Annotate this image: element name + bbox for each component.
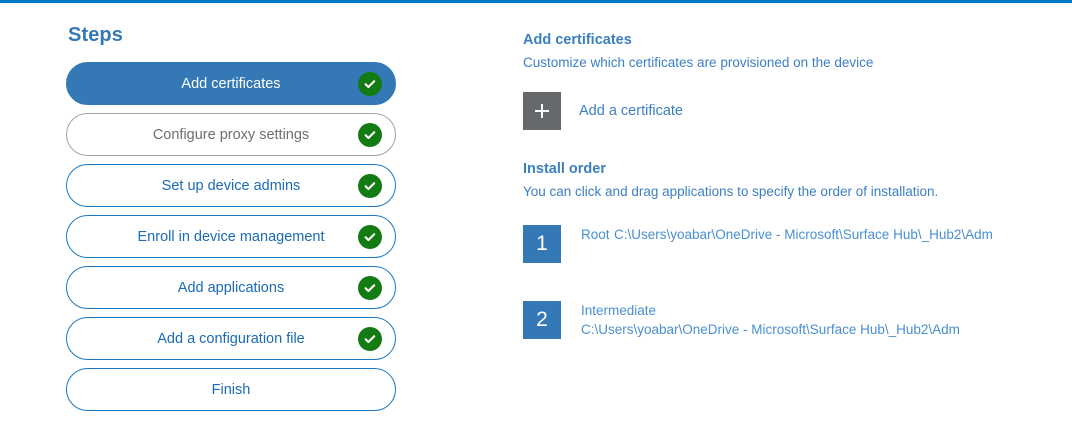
step-item-finish[interactable]: Finish [66, 368, 396, 411]
install-order-subtitle: You can click and drag applications to s… [523, 184, 939, 199]
step-label: Add a configuration file [157, 330, 305, 347]
install-order-item[interactable]: 1 Root C:\Users\yoabar\OneDrive - Micros… [523, 225, 1008, 263]
step-label: Finish [211, 381, 251, 398]
install-order-item[interactable]: 2 Intermediate C:\Users\yoabar\OneDrive … [523, 301, 1008, 339]
step-label: Set up device admins [161, 177, 301, 194]
step-label: Enroll in device management [137, 228, 325, 245]
install-order-section: Install order You can click and drag app… [523, 159, 1023, 339]
check-circle-icon [358, 71, 382, 96]
steps-list: Add certificates Configure proxy setting… [66, 62, 398, 411]
add-certificate-label: Add a certificate [579, 103, 683, 119]
page-subtitle: Customize which certificates are provisi… [523, 55, 874, 70]
step-label: Add certificates [181, 75, 281, 92]
order-item-text: Intermediate C:\Users\yoabar\OneDrive - … [581, 301, 1008, 339]
install-order-list: 1 Root C:\Users\yoabar\OneDrive - Micros… [523, 225, 1023, 339]
steps-panel-title: Steps [68, 24, 123, 46]
step-item-add-a-configuration-file[interactable]: Add a configuration file [66, 317, 396, 360]
step-label: Add applications [177, 279, 285, 296]
steps-panel: Steps Add certificates Configure proxy s… [66, 22, 398, 419]
add-certificate-button[interactable]: Add a certificate [523, 92, 803, 130]
step-item-set-up-device-admins[interactable]: Set up device admins [66, 164, 396, 207]
order-item-name: Root [581, 227, 610, 242]
step-item-configure-proxy-settings[interactable]: Configure proxy settings [66, 113, 396, 156]
check-circle-icon [358, 326, 382, 351]
plus-icon [523, 92, 561, 130]
install-order-title: Install order [523, 161, 606, 177]
check-circle-icon [358, 173, 382, 198]
order-item-path: C:\Users\yoabar\OneDrive - Microsoft\Sur… [613, 227, 993, 242]
step-item-enroll-in-device-management[interactable]: Enroll in device management [66, 215, 396, 258]
order-number-badge: 1 [523, 225, 561, 263]
step-label: Configure proxy settings [152, 126, 310, 143]
order-item-path: C:\Users\yoabar\OneDrive - Microsoft\Sur… [581, 322, 960, 337]
order-item-name: Intermediate [581, 303, 657, 318]
check-circle-icon [358, 122, 382, 147]
check-circle-icon [358, 275, 382, 300]
page-title: Add certificates [523, 32, 632, 48]
order-item-text: Root C:\Users\yoabar\OneDrive - Microsof… [581, 225, 993, 244]
check-circle-icon [358, 224, 382, 249]
step-item-add-certificates[interactable]: Add certificates [66, 62, 396, 105]
add-certificates-detail-pane: Add certificates Customize which certifi… [523, 30, 1023, 377]
order-number-badge: 2 [523, 301, 561, 339]
top-accent-rule [0, 0, 1072, 3]
step-item-add-applications[interactable]: Add applications [66, 266, 396, 309]
